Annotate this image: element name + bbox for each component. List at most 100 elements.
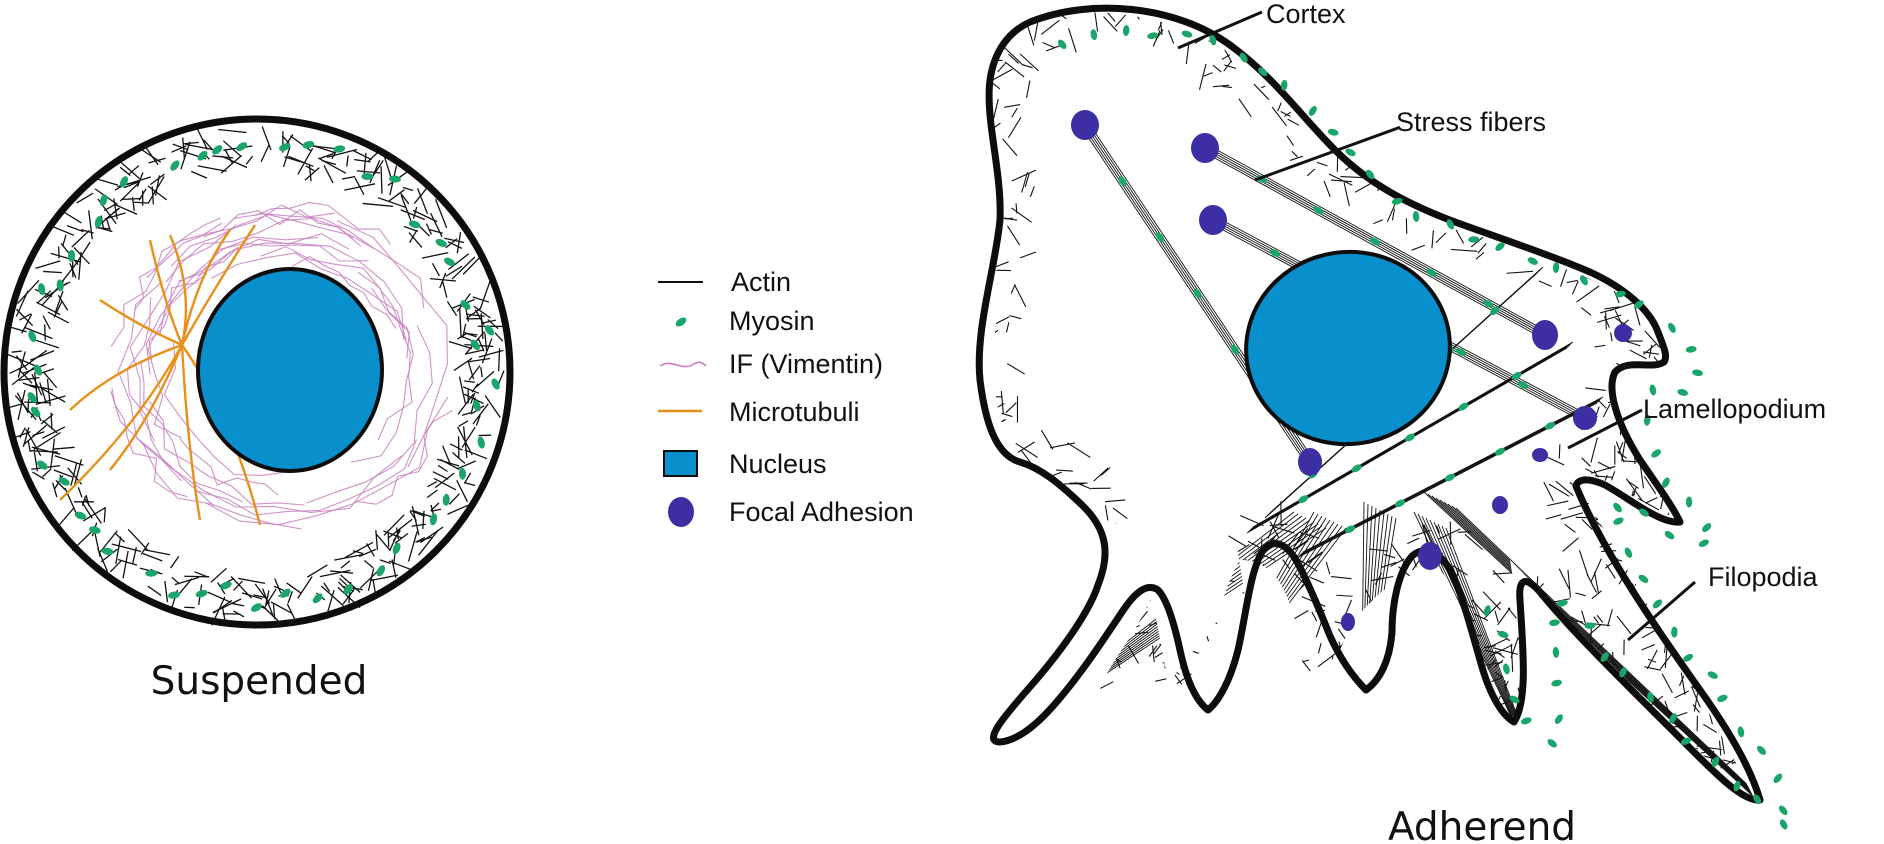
actin-filament: [991, 704, 1008, 711]
actin-filament: [481, 319, 497, 324]
actin-filament: [1602, 403, 1611, 418]
actin-filament: [1011, 107, 1018, 118]
stress-fiber-myosin: [1404, 433, 1416, 442]
actin-filament: [1401, 592, 1425, 606]
actin-filament: [1390, 558, 1405, 567]
actin-filament: [318, 152, 334, 160]
actin-filament: [409, 509, 426, 517]
actin-filament: [37, 290, 52, 304]
actin-filament: [1008, 766, 1029, 771]
actin-filament: [953, 359, 956, 368]
vimentin-filament: [205, 396, 449, 526]
actin-filament: [1317, 653, 1336, 668]
actin-filament: [82, 507, 106, 522]
actin-filament: [103, 507, 106, 523]
actin-filament: [42, 419, 58, 434]
actin-filament: [1604, 306, 1620, 310]
actin-filament: [1566, 279, 1578, 284]
actin-filament: [1164, 664, 1180, 675]
actin-filament: [1547, 500, 1569, 507]
actin-filament: [231, 602, 245, 607]
actin-filament: [964, 389, 978, 405]
actin-filament: [407, 531, 418, 562]
actin-filament: [446, 301, 458, 317]
vimentin-filament: [159, 233, 350, 336]
actin-filament: [1644, 666, 1662, 671]
focal-adhesion: [1532, 448, 1548, 462]
actin-filament: [1024, 173, 1030, 188]
stress-fiber-myosin: [1511, 371, 1522, 380]
actin-filament: [1625, 478, 1643, 502]
actin-filament: [464, 380, 475, 383]
actin-filament: [1004, 104, 1021, 108]
actin-filament: [1084, 674, 1087, 684]
actin-filament: [50, 438, 56, 469]
actin-filament: [142, 142, 159, 166]
focal-adhesion: [1573, 406, 1597, 430]
actin-filament: [6, 353, 36, 367]
actin-filament: [1706, 804, 1723, 823]
actin-filament: [1127, 644, 1140, 664]
myosin-motor: [37, 460, 48, 470]
actin-filament: [1077, 525, 1082, 539]
actin-filament: [261, 126, 272, 151]
actin-filament: [1007, 117, 1022, 139]
actin-filament: [1526, 695, 1540, 714]
actin-filament: [1554, 220, 1564, 248]
actin-filament: [55, 479, 66, 491]
myosin-motor: [1624, 547, 1633, 558]
actin-filament: [472, 403, 489, 425]
focal-adhesion: [1418, 542, 1442, 570]
myosin-motor: [1554, 714, 1563, 725]
actin-filament: [1679, 352, 1699, 371]
myosin-motor: [1509, 695, 1520, 704]
actin-filament: [149, 173, 165, 186]
actin-filament: [1336, 685, 1339, 714]
actin-filament: [1510, 643, 1514, 672]
actin-filament: [131, 196, 135, 211]
actin-filament: [1189, 712, 1196, 741]
actin-filament: [1746, 739, 1754, 758]
actin-filament: [81, 501, 93, 519]
actin-filament: [270, 601, 292, 614]
actin-filament: [1008, 53, 1020, 64]
actin-filament: [1017, 441, 1035, 453]
myosin-motor: [1651, 449, 1662, 458]
myosin-motor: [1702, 523, 1712, 532]
actin-filament: [952, 136, 962, 147]
actin-filament: [416, 188, 429, 215]
actin-filament: [1104, 499, 1126, 503]
actin-filament: [457, 460, 476, 470]
actin-filament: [1618, 523, 1633, 530]
myosin-motor: [1548, 619, 1560, 626]
actin-filament: [1596, 260, 1600, 270]
actin-filament: [1088, 682, 1100, 692]
vimentin-filament: [110, 222, 222, 347]
vimentin-filament: [142, 443, 403, 514]
actin-filament: [1049, 712, 1054, 725]
actin-filament: [1421, 571, 1433, 589]
actin-filament: [1081, 583, 1088, 592]
actin-filament: [147, 176, 165, 205]
stress-fiber-myosin: [1544, 422, 1556, 430]
actin-filament: [1021, 450, 1033, 466]
actin-filament: [334, 553, 366, 561]
stress-fiber-myosin: [1494, 447, 1506, 456]
actin-filament: [1593, 616, 1599, 624]
actin-filament: [100, 548, 118, 563]
actin-filament: [1162, 662, 1176, 666]
filopodium-actin-bundle: [1443, 501, 1755, 796]
myosin-motor: [429, 513, 438, 526]
actin-filament: [1134, 598, 1155, 606]
actin-filament: [1019, 53, 1039, 72]
actin-filament: [1727, 799, 1740, 800]
actin-filament: [463, 331, 477, 338]
actin-filament: [1213, 84, 1230, 88]
actin-filament: [1616, 451, 1627, 459]
stress-fiber-myosin: [1483, 299, 1494, 308]
actin-filament: [1015, 203, 1018, 214]
actin-filament: [213, 599, 233, 614]
actin-filament: [1687, 773, 1714, 779]
myosin-motor: [1520, 717, 1532, 725]
actin-filament: [31, 373, 43, 396]
